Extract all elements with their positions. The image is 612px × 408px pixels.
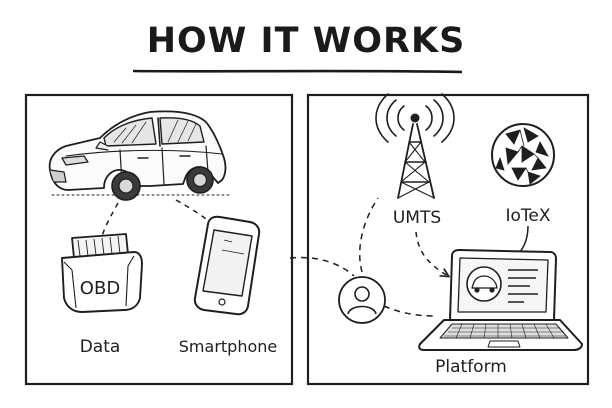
smartphone-icon: [193, 215, 261, 316]
smartphone-label: Smartphone: [179, 337, 277, 356]
car-to-phone-connector: [175, 199, 211, 223]
umts-label: UMTS: [393, 208, 441, 228]
data-label: Data: [80, 337, 121, 357]
device-panel: [24, 93, 294, 386]
page-title: HOW IT WORKS: [146, 21, 466, 61]
iotex-label: IoTeX: [505, 206, 550, 226]
iotex-to-platform-connector: [519, 225, 529, 253]
user-to-platform-connector: [383, 305, 435, 317]
title-underline: [132, 69, 463, 74]
user-avatar-icon: [338, 276, 386, 324]
tower-to-platform-connector: [415, 231, 448, 276]
car-to-obd-connector: [101, 202, 119, 237]
laptop-icon: [418, 249, 583, 351]
user-to-tower-connector: [359, 197, 379, 273]
platform-label: Platform: [435, 357, 507, 377]
obd-dongle-icon: [61, 233, 143, 313]
cell-tower-icon: [375, 93, 455, 199]
phone-to-user-connector: [289, 256, 355, 277]
obd-label: OBD: [80, 278, 120, 299]
car-icon: [48, 110, 231, 201]
network-panel: [306, 93, 590, 386]
iotex-logo-icon: [491, 123, 555, 187]
